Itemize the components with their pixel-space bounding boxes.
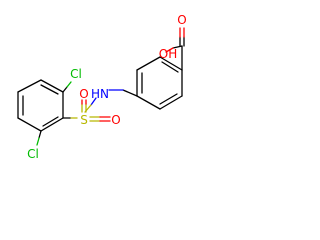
structure-drawing: O OH HN O S O Cl Cl — [17, 13, 187, 161]
bond — [17, 79, 42, 93]
bond — [159, 56, 183, 71]
bond — [62, 86, 68, 93]
molecule-diagram: O OH HN O S O Cl Cl — [17, 13, 187, 161]
nh-label: HN — [91, 87, 109, 101]
bond — [66, 81, 72, 88]
bond — [38, 130, 42, 139]
bond — [136, 56, 161, 71]
bond — [40, 79, 64, 93]
bond — [159, 95, 183, 110]
double-bond-inner — [40, 84, 59, 95]
bond — [36, 137, 40, 146]
dichlorophenyl-ring — [17, 79, 64, 132]
carboxyl-group — [165, 27, 185, 71]
carbonyl-oxygen-label: O — [177, 13, 186, 27]
double-bond-inner — [161, 61, 179, 73]
bond — [165, 47, 174, 53]
chlorine-top-label: Cl — [70, 67, 82, 81]
sulfonyl-oxygen-right-label: O — [111, 113, 120, 127]
bond — [136, 95, 161, 110]
double-bond-inner — [42, 116, 59, 127]
bond — [17, 117, 42, 132]
bond — [40, 117, 64, 132]
chlorine-bottom-label: Cl — [27, 147, 39, 161]
sulfur-label: S — [80, 113, 88, 127]
sulfonyl-group — [62, 99, 111, 122]
bond — [90, 97, 97, 106]
sulfonyl-oxygen-top-label: O — [79, 87, 88, 101]
hydroxyl-label: OH — [159, 47, 177, 61]
bond — [122, 89, 138, 97]
benzoic-ring — [136, 56, 183, 110]
double-bond-inner — [159, 93, 178, 105]
